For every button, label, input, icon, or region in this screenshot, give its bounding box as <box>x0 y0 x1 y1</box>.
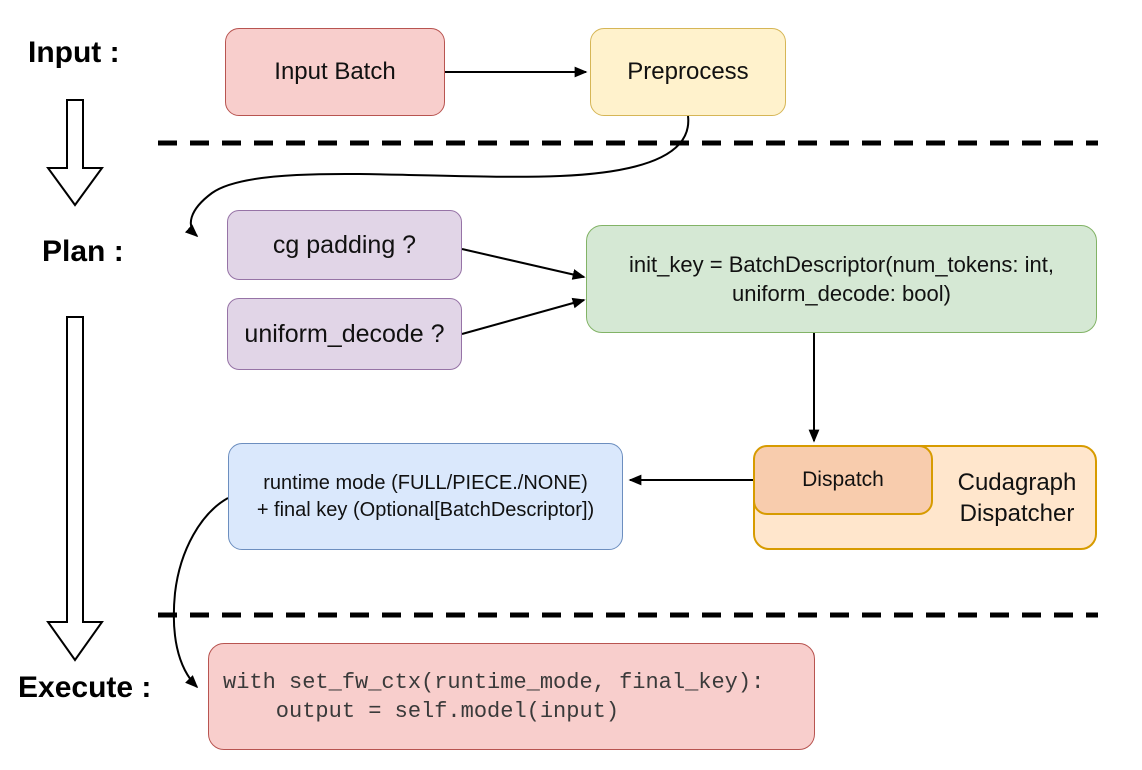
node-preprocess: Preprocess <box>590 28 786 116</box>
node-cudagraph-line2: Dispatcher <box>959 499 1075 527</box>
node-init-key-line2: uniform_decode: bool) <box>732 281 951 306</box>
node-cg-padding-label: cg padding ? <box>272 230 417 259</box>
node-uniform-decode-label: uniform_decode ? <box>244 319 445 348</box>
node-execute-code: with set_fw_ctx(runtime_mode, final_key)… <box>208 643 815 750</box>
node-init-key: init_key = BatchDescriptor(num_tokens: i… <box>586 225 1097 333</box>
stage-label-plan: Plan : <box>42 235 124 268</box>
stage-label-execute: Execute : <box>18 671 152 704</box>
hollow-down-arrow-input-to-plan <box>46 99 104 207</box>
node-cudagraph-dispatcher-label: Cudagraph Dispatcher <box>935 447 1099 548</box>
node-cudagraph-line1: Cudagraph <box>957 468 1077 496</box>
node-runtime-mode-line2: + final key (Optional[BatchDescriptor]) <box>256 498 595 521</box>
node-init-key-line1: init_key = BatchDescriptor(num_tokens: i… <box>629 252 1054 277</box>
node-preprocess-label: Preprocess <box>627 58 749 85</box>
arrow-uniformdecode-to-initkey <box>461 297 586 335</box>
node-input-batch-label: Input Batch <box>274 58 396 85</box>
execute-code-line1: with set_fw_ctx(runtime_mode, final_key)… <box>223 669 765 695</box>
stage-label-input: Input : <box>28 36 120 69</box>
node-dispatch-label: Dispatch <box>802 468 884 491</box>
hollow-down-arrow-plan-to-execute <box>46 316 104 662</box>
node-cg-padding: cg padding ? <box>227 210 462 280</box>
arrow-runtimemode-to-executecode <box>172 497 229 689</box>
execute-code-line2: output = self.model(input) <box>223 698 620 724</box>
arrow-cgpadding-to-initkey <box>461 248 586 280</box>
arrow-preprocess-to-cgpadding <box>184 115 690 238</box>
node-runtime-mode: runtime mode (FULL/PIECE./NONE) + final … <box>228 443 623 550</box>
node-input-batch: Input Batch <box>225 28 445 116</box>
node-dispatch: Dispatch <box>753 445 933 515</box>
node-runtime-mode-line1: runtime mode (FULL/PIECE./NONE) <box>263 471 588 494</box>
node-uniform-decode: uniform_decode ? <box>227 298 462 370</box>
